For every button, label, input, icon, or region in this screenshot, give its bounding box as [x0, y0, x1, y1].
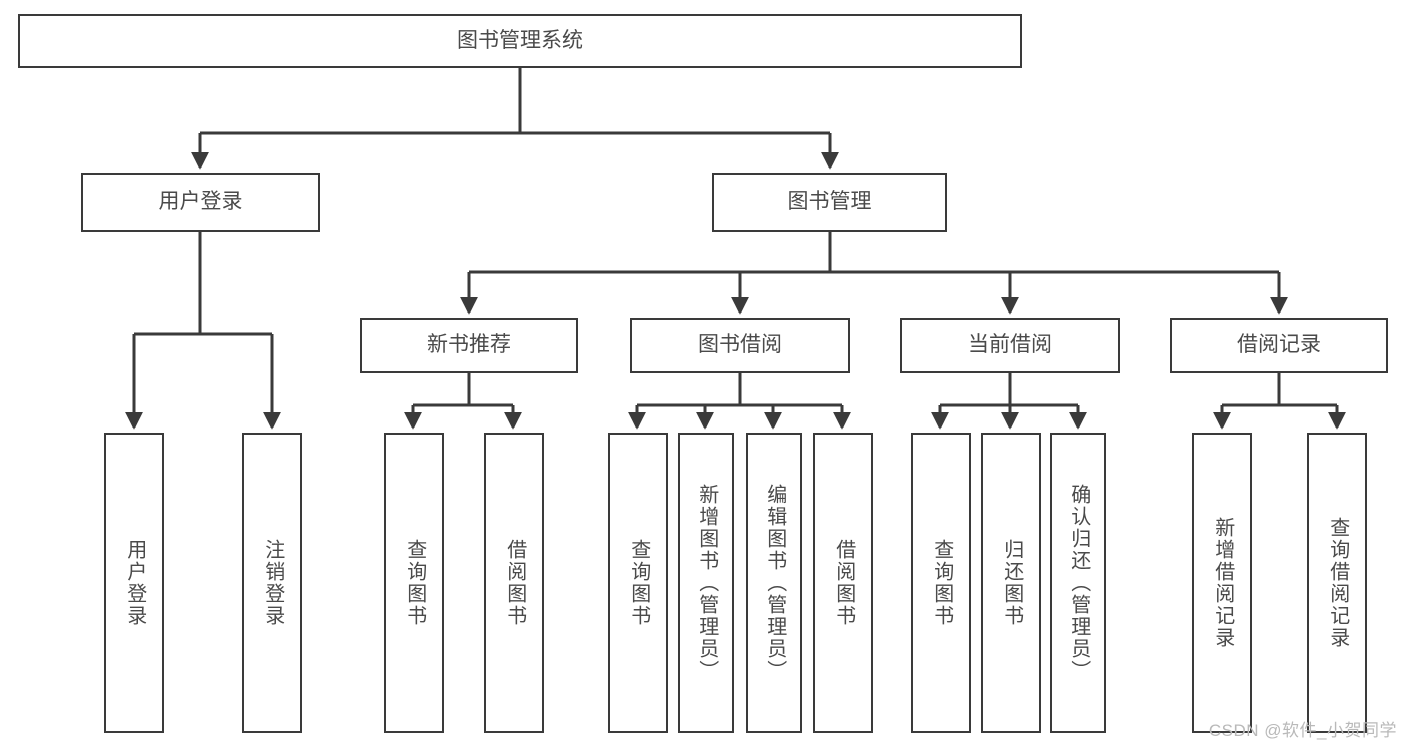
node-leaf-query-record[interactable]: 查询借阅记录 [1307, 433, 1367, 733]
node-leaf-confirm-return[interactable]: 确认归还（管理员） [1050, 433, 1106, 733]
node-leaf-query-book-2[interactable]: 查询图书 [608, 433, 668, 733]
node-leaf-add-record[interactable]: 新增借阅记录 [1192, 433, 1252, 733]
node-leaf-return-book[interactable]: 归还图书 [981, 433, 1041, 733]
node-new-book-recommend[interactable]: 新书推荐 [360, 318, 578, 373]
node-user-login[interactable]: 用户登录 [81, 173, 320, 232]
node-leaf-user-login[interactable]: 用户登录 [104, 433, 164, 733]
node-root[interactable]: 图书管理系统 [18, 14, 1022, 68]
node-borrow-record[interactable]: 借阅记录 [1170, 318, 1388, 373]
node-leaf-logout-login[interactable]: 注销登录 [242, 433, 302, 733]
node-leaf-query-book-3[interactable]: 查询图书 [911, 433, 971, 733]
node-leaf-add-book[interactable]: 新增图书（管理员） [678, 433, 734, 733]
node-leaf-borrow-book-1[interactable]: 借阅图书 [484, 433, 544, 733]
node-current-borrow[interactable]: 当前借阅 [900, 318, 1120, 373]
node-leaf-query-book-1[interactable]: 查询图书 [384, 433, 444, 733]
node-book-borrow[interactable]: 图书借阅 [630, 318, 850, 373]
node-book-manage[interactable]: 图书管理 [712, 173, 947, 232]
node-leaf-edit-book[interactable]: 编辑图书（管理员） [746, 433, 802, 733]
node-leaf-borrow-book-2[interactable]: 借阅图书 [813, 433, 873, 733]
watermark-text: CSDN @软件_小贺同学 [1208, 721, 1397, 740]
